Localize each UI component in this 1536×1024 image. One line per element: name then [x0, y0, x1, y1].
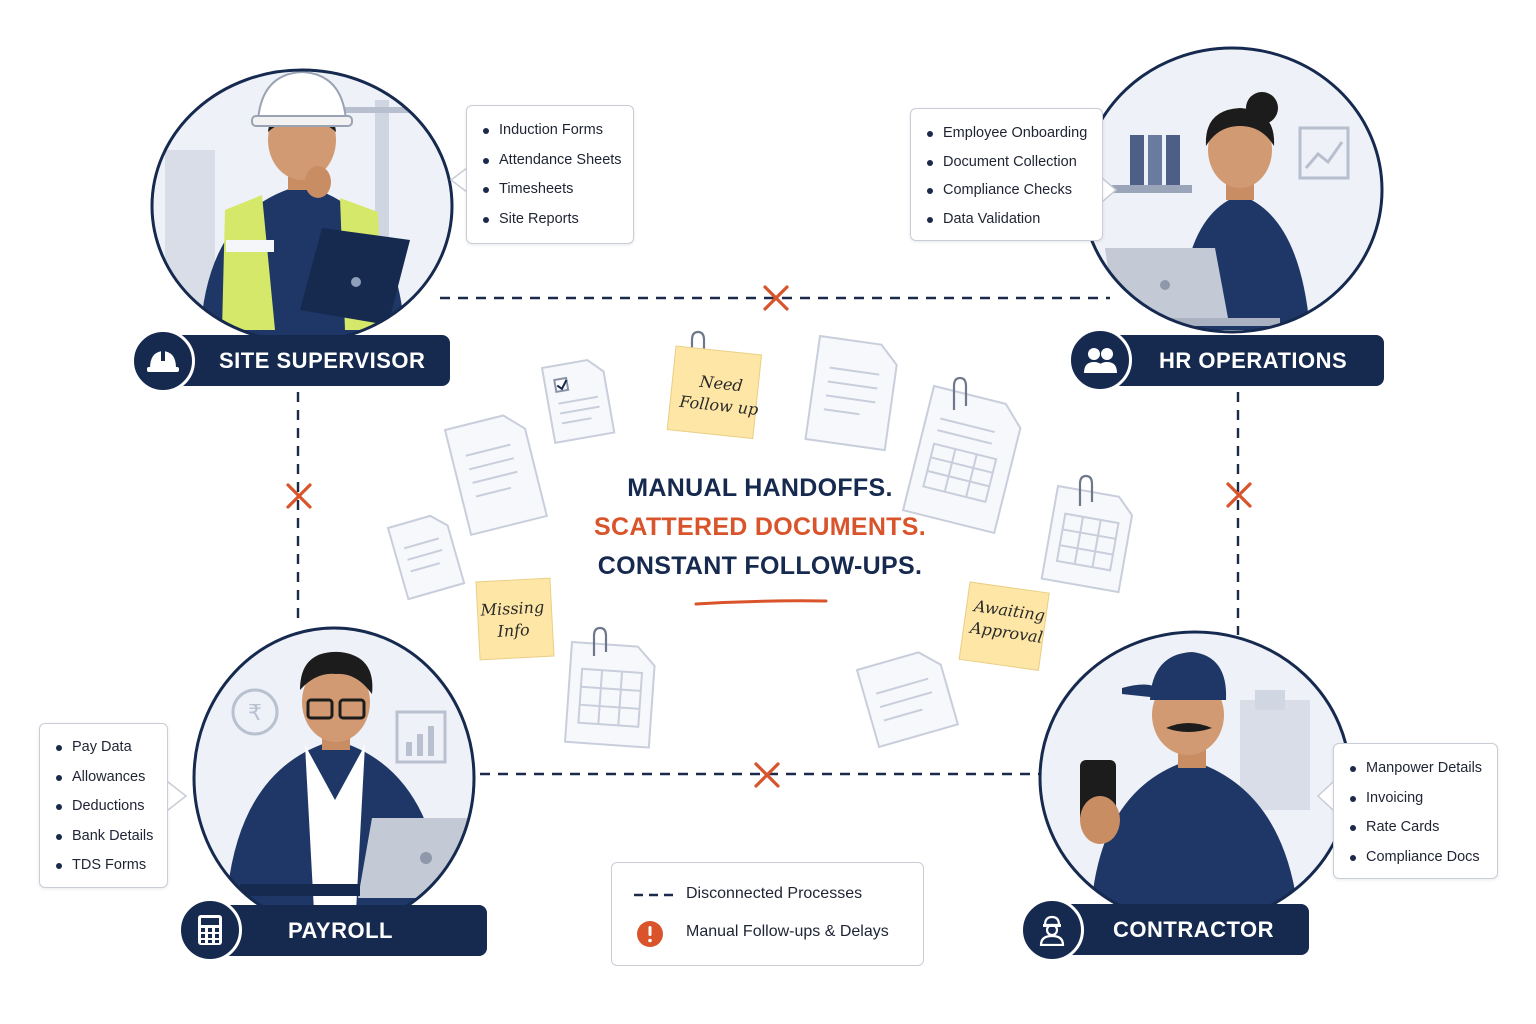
list-item: Timesheets: [481, 175, 633, 205]
legend: Disconnected Processes Manual Follow-ups…: [611, 862, 924, 966]
document-icon: [855, 651, 960, 749]
contractor-label: [1048, 904, 1309, 955]
break-x-icon: [754, 762, 780, 788]
site-supervisor-label-text: SITE SUPERVISOR: [219, 348, 426, 373]
list-item: Data Validation: [925, 205, 1102, 234]
callout-pointer: [449, 167, 468, 193]
list-item: Induction Forms: [481, 116, 633, 146]
document-icon: [563, 640, 656, 749]
legend-manual-followups-label: Manual Follow-ups & Delays: [686, 923, 889, 940]
list-item: Attendance Sheets: [481, 146, 633, 176]
note-line: Info: [496, 620, 531, 641]
hr-operations-label: [1096, 335, 1384, 386]
sticky-note-need-follow-up: [666, 345, 763, 440]
list-item: Bank Details: [54, 822, 167, 852]
contractor-illustration: [1038, 630, 1352, 926]
document-icon: [443, 414, 549, 537]
list-item: Pay Data: [54, 733, 167, 763]
document-icon: [804, 334, 898, 452]
list-item: Compliance Docs: [1348, 843, 1497, 873]
hr-operations-tasks: Employee Onboarding Document Collection …: [910, 108, 1103, 241]
list-item: Rate Cards: [1348, 813, 1497, 843]
sticky-note-missing-info-text: Missing Info: [475, 596, 551, 644]
paperclip-icon: [592, 330, 1094, 656]
connector-lines: [296, 296, 1240, 776]
scattered-documents: [386, 334, 1134, 749]
callout-pointer: [167, 781, 188, 811]
sticky-note-awaiting-approval: [958, 581, 1050, 671]
document-icon: [901, 384, 1022, 535]
list-item: Manpower Details: [1348, 754, 1497, 784]
break-x-icon: [763, 285, 789, 311]
hard-hat-icon: [131, 329, 195, 393]
headline-underline: [694, 599, 828, 606]
sticky-note-missing-info: [475, 577, 555, 661]
callout-pointer: [1101, 177, 1118, 203]
headline-line-2: SCATTERED DOCUMENTS.: [594, 513, 926, 541]
calculator-icon: [178, 898, 242, 962]
list-item: Employee Onboarding: [925, 119, 1102, 148]
payroll-label: [208, 905, 487, 956]
document-icon: [540, 358, 616, 445]
note-line: Missing: [480, 597, 545, 620]
list-item: Document Collection: [925, 148, 1102, 177]
break-x-icon: [286, 483, 312, 509]
svg-text:₹: ₹: [248, 701, 262, 726]
document-icon: [386, 514, 466, 601]
alert-icon: [637, 921, 663, 947]
hr-operations-illustration: [1080, 46, 1384, 334]
legend-disconnected-label: Disconnected Processes: [686, 885, 863, 902]
payroll-label-text: PAYROLL: [288, 918, 393, 943]
list-item: Deductions: [54, 792, 167, 822]
headline-line-1: MANUAL HANDOFFS.: [627, 474, 893, 502]
list-item: Site Reports: [481, 205, 633, 235]
hr-operations-label-text: HR OPERATIONS: [1159, 348, 1348, 373]
list-item: TDS Forms: [54, 851, 167, 881]
worker-icon: [1020, 898, 1084, 962]
list-item: Allowances: [54, 763, 167, 793]
site-supervisor-tasks: Induction Forms Attendance Sheets Timesh…: [466, 105, 634, 244]
payroll-tasks: Pay Data Allowances Deductions Bank Deta…: [39, 723, 168, 888]
contractor-label-text: CONTRACTOR: [1113, 917, 1275, 942]
sticky-note-need-follow-up-text: Need Follow up: [675, 369, 765, 422]
document-icon: [1040, 484, 1134, 594]
site-supervisor-label: [160, 335, 450, 386]
headline-line-3: CONSTANT FOLLOW-UPS.: [597, 552, 923, 580]
break-x-icon: [1226, 482, 1252, 508]
callout-pointer: [1316, 781, 1334, 811]
payroll-illustration: ₹: [192, 626, 476, 930]
people-icon: [1068, 328, 1132, 392]
list-item: Compliance Checks: [925, 176, 1102, 205]
site-supervisor-illustration: [150, 68, 454, 344]
list-item: Invoicing: [1348, 784, 1497, 814]
dashed-line-icon: [634, 893, 674, 897]
contractor-tasks: Manpower Details Invoicing Rate Cards Co…: [1333, 743, 1498, 879]
